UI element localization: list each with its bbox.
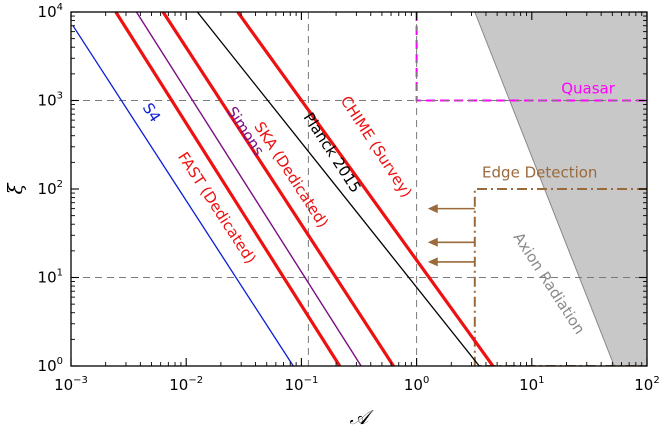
edge-arrows — [427, 204, 475, 267]
x-tick-label: 10−3 — [54, 375, 88, 394]
y-tick-label: 100 — [38, 356, 63, 375]
x-tick-label: 10−2 — [169, 375, 203, 394]
series-lines — [72, 12, 495, 366]
s4-label: S4 — [139, 100, 164, 126]
x-tick-label: 100 — [404, 375, 429, 394]
y-tick-label: 102 — [38, 179, 63, 198]
arrow-head — [427, 237, 438, 247]
y-tick-label: 103 — [38, 91, 63, 110]
x-tick-label: 101 — [519, 375, 544, 394]
reference-lines — [71, 12, 647, 366]
quasar-label: Quasar — [561, 79, 616, 97]
ska-dedicated-line — [161, 12, 395, 366]
x-axis-label: 𝒜 — [350, 405, 375, 429]
y-tick-label: 104 — [38, 2, 63, 21]
x-tick-label: 10−1 — [284, 375, 318, 394]
simons-line — [135, 12, 362, 366]
axis-ticks — [70, 11, 648, 367]
chime-survey-line — [236, 12, 495, 366]
planck-2015-line — [196, 12, 480, 366]
arrow-head — [427, 204, 438, 214]
edge-detection-boundary — [473, 188, 647, 366]
fast-dedicated-line — [114, 12, 342, 366]
edge-detection-label: Edge Detection — [482, 163, 597, 181]
s4-line — [72, 25, 294, 366]
y-axis-label: ξ — [3, 183, 27, 195]
tick-labels: 10−3 10−2 10−1 100 101 102 100 101 102 103 104 — [38, 2, 660, 394]
regions — [415, 12, 647, 366]
x-tick-label: 102 — [634, 375, 659, 394]
arrow-head — [427, 257, 438, 267]
y-tick-label: 101 — [38, 268, 63, 287]
